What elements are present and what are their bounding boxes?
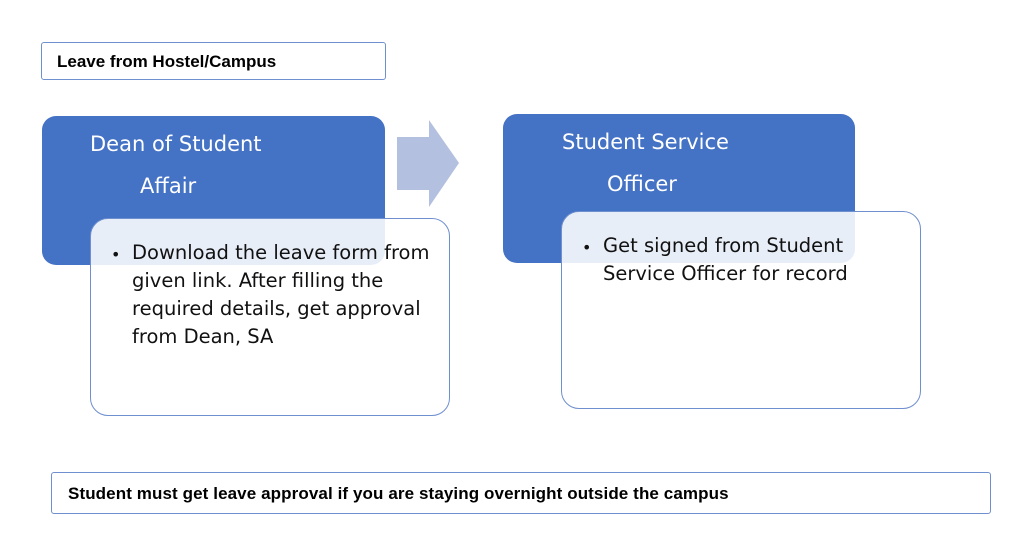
right-arrow-icon [397,120,459,207]
step-2-detail-text: Get signed from Student Service Officer … [603,234,848,285]
bullet-icon: • [582,238,592,257]
step-2-heading-line1: Student Service [562,130,729,154]
footer-note: Student must get leave approval if you a… [51,472,991,514]
step-1-detail-text: Download the leave form from given link.… [132,241,430,348]
step-2-detail-card: • Get signed from Student Service Office… [561,211,921,409]
step-1-detail-card: • Download the leave form from given lin… [90,218,450,416]
bullet-icon: • [111,245,121,264]
diagram-title: Leave from Hostel/Campus [41,42,386,80]
step-2-heading-line2: Officer [607,172,677,196]
step-1-heading-line2: Affair [140,174,197,198]
step-1-heading-line1: Dean of Student [90,132,262,156]
